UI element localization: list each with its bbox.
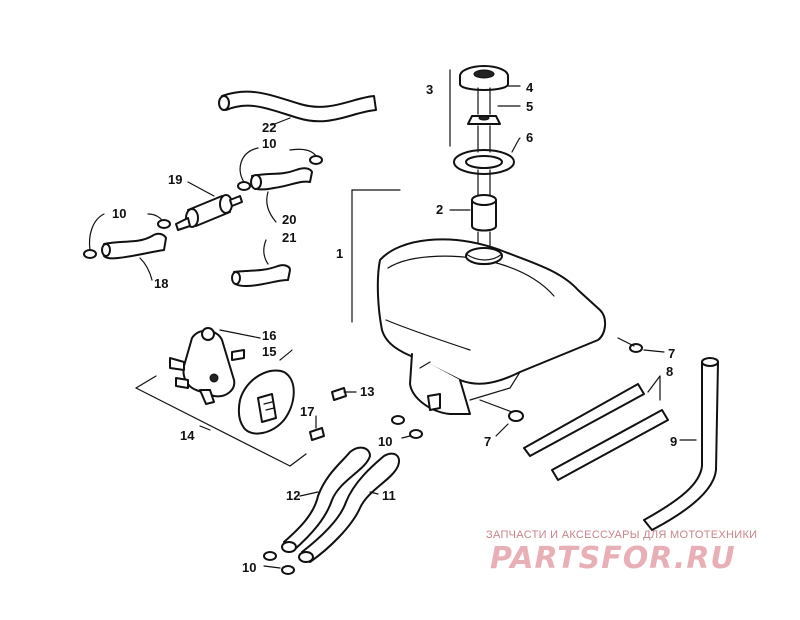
fuel-tank-1 — [351, 189, 606, 415]
callout-17: 17 — [300, 404, 314, 419]
hose-11 — [298, 452, 400, 563]
fuel-cap-4 — [459, 65, 521, 91]
hose-22 — [218, 90, 377, 126]
callout-5: 5 — [526, 99, 533, 114]
screw-13 — [331, 387, 357, 401]
callout-7b: 7 — [484, 434, 491, 449]
watermark-tagline: ЗАПЧАСТИ И АКСЕССУАРЫ ДЛЯ МОТОТЕХНИКИ — [486, 529, 757, 541]
callout-15: 15 — [262, 344, 276, 359]
hose-20 — [250, 167, 313, 223]
callout-13: 13 — [360, 384, 374, 399]
callout-2: 2 — [436, 202, 443, 217]
callout-14: 14 — [180, 428, 195, 443]
cap-gasket-5 — [467, 105, 521, 125]
screw-17 — [309, 415, 325, 441]
clamp-10-left — [83, 213, 171, 259]
screw-7-bottom — [479, 399, 524, 437]
clamp-10-center — [391, 415, 423, 439]
callout-3: 3 — [426, 82, 433, 97]
callout-11: 11 — [382, 488, 396, 503]
callout-22: 22 — [262, 120, 276, 135]
fuel-valve-16 — [169, 327, 261, 405]
vent-hose-9 — [643, 357, 719, 531]
callout-9: 9 — [670, 434, 677, 449]
callout-12: 12 — [286, 488, 300, 503]
screw-7-right — [617, 337, 665, 353]
watermark-logo: PARTSFOR.RU — [490, 541, 736, 576]
callout-10d: 10 — [242, 560, 256, 575]
callout-20: 20 — [282, 212, 296, 227]
callout-10a: 10 — [262, 136, 276, 151]
cap-stack-guides — [449, 69, 491, 249]
hose-18 — [101, 232, 167, 281]
callout-7a: 7 — [668, 346, 675, 361]
callout-8: 8 — [666, 364, 673, 379]
callout-4: 4 — [526, 80, 534, 95]
valve-assembly-14-frame — [135, 375, 307, 467]
valve-knob-15 — [237, 349, 295, 435]
callout-19: 19 — [168, 172, 182, 187]
callout-10b: 10 — [112, 206, 126, 221]
callout-10c: 10 — [378, 434, 392, 449]
filler-ring-6 — [453, 137, 521, 175]
fuel-filter-19 — [175, 181, 243, 231]
callout-18: 18 — [154, 276, 168, 291]
filler-neck-2 — [449, 194, 497, 232]
clamp-10-top — [237, 147, 323, 191]
callout-1: 1 — [336, 246, 343, 261]
strap-8 — [523, 375, 669, 481]
callout-16: 16 — [262, 328, 276, 343]
callout-21: 21 — [282, 230, 296, 245]
hose-21 — [231, 239, 291, 287]
clamp-10-bottom — [263, 551, 295, 575]
callout-6: 6 — [526, 130, 533, 145]
hose-12 — [281, 446, 371, 553]
